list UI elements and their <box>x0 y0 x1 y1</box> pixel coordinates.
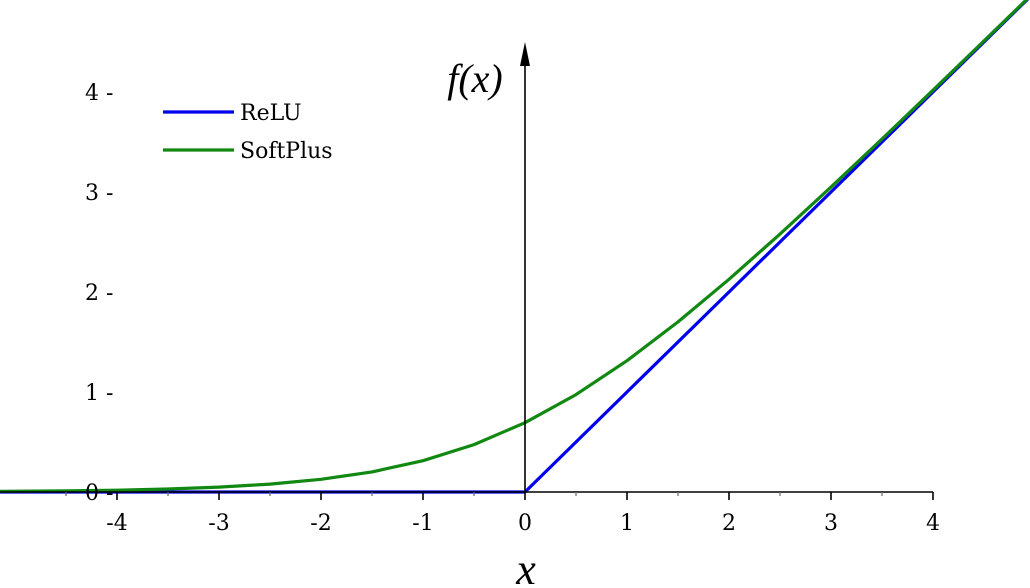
y-tick-label: 4 - <box>85 81 113 106</box>
x-tick-label: -1 <box>412 511 433 536</box>
x-tick-label: -2 <box>310 511 331 536</box>
y-tick-label: 0 - <box>85 481 113 506</box>
y-tick-label: 2 - <box>85 281 113 306</box>
x-tick-label: 3 <box>824 511 838 536</box>
x-axis-label: x <box>515 545 536 588</box>
series-line-relu <box>0 0 1030 494</box>
x-tick-label: 2 <box>722 511 736 536</box>
legend-label: ReLU <box>240 101 302 126</box>
x-tick-label: 1 <box>620 511 634 536</box>
legend-label: SoftPlus <box>240 139 333 164</box>
x-tick-label: 4 <box>926 511 940 536</box>
y-axis-label: f(x) <box>447 56 503 101</box>
y-tick-label: 1 - <box>85 381 113 406</box>
x-tick-label: 0 <box>518 511 532 536</box>
x-tick-label: -3 <box>208 511 229 536</box>
series-line-softplus <box>0 0 1029 493</box>
series-layer <box>0 0 1030 494</box>
y-tick-label: 3 - <box>85 181 113 206</box>
axes-layer: -4 -3 -2 -1 0 1 2 3 4 0 - 1 - 2 - 3 - 4 - <box>0 42 940 536</box>
y-axis-arrow <box>520 42 530 66</box>
legend: ReLU SoftPlus <box>163 101 333 164</box>
x-tick-label: -4 <box>106 511 127 536</box>
